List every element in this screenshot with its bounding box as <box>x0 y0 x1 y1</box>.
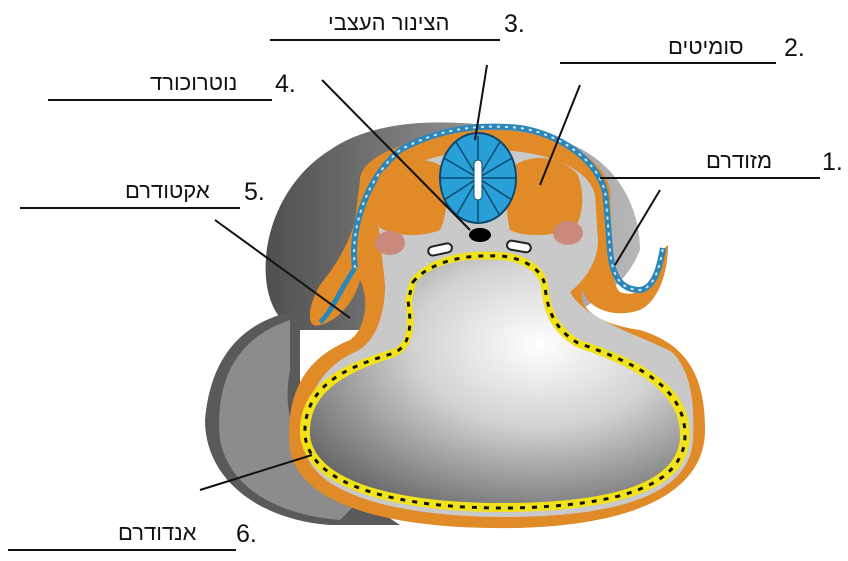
label-endoderm-number: 6. <box>236 522 257 547</box>
label-mesoderm-term: מזודרם <box>706 150 772 172</box>
label-notochord-term: נוטרוכורד <box>150 72 237 94</box>
label-ectoderm-term: אקטודרם <box>125 180 210 202</box>
somite-node-right <box>553 221 583 245</box>
label-somites-number: 2. <box>784 36 805 61</box>
label-endoderm-term: אנדודרם <box>118 522 197 544</box>
label-neural-tube-term: הצינור העצבי <box>328 12 449 34</box>
neural-canal <box>474 160 482 200</box>
somite-node-left <box>375 231 405 255</box>
label-ectoderm-number: 5. <box>244 180 265 205</box>
label-notochord-number: 4. <box>275 72 296 97</box>
notochord <box>469 228 491 242</box>
label-somites-term: סומיטים <box>668 36 744 58</box>
somite-left <box>374 160 447 235</box>
label-neural-tube-number: 3. <box>504 12 525 37</box>
label-mesoderm-number: 1. <box>822 150 843 175</box>
